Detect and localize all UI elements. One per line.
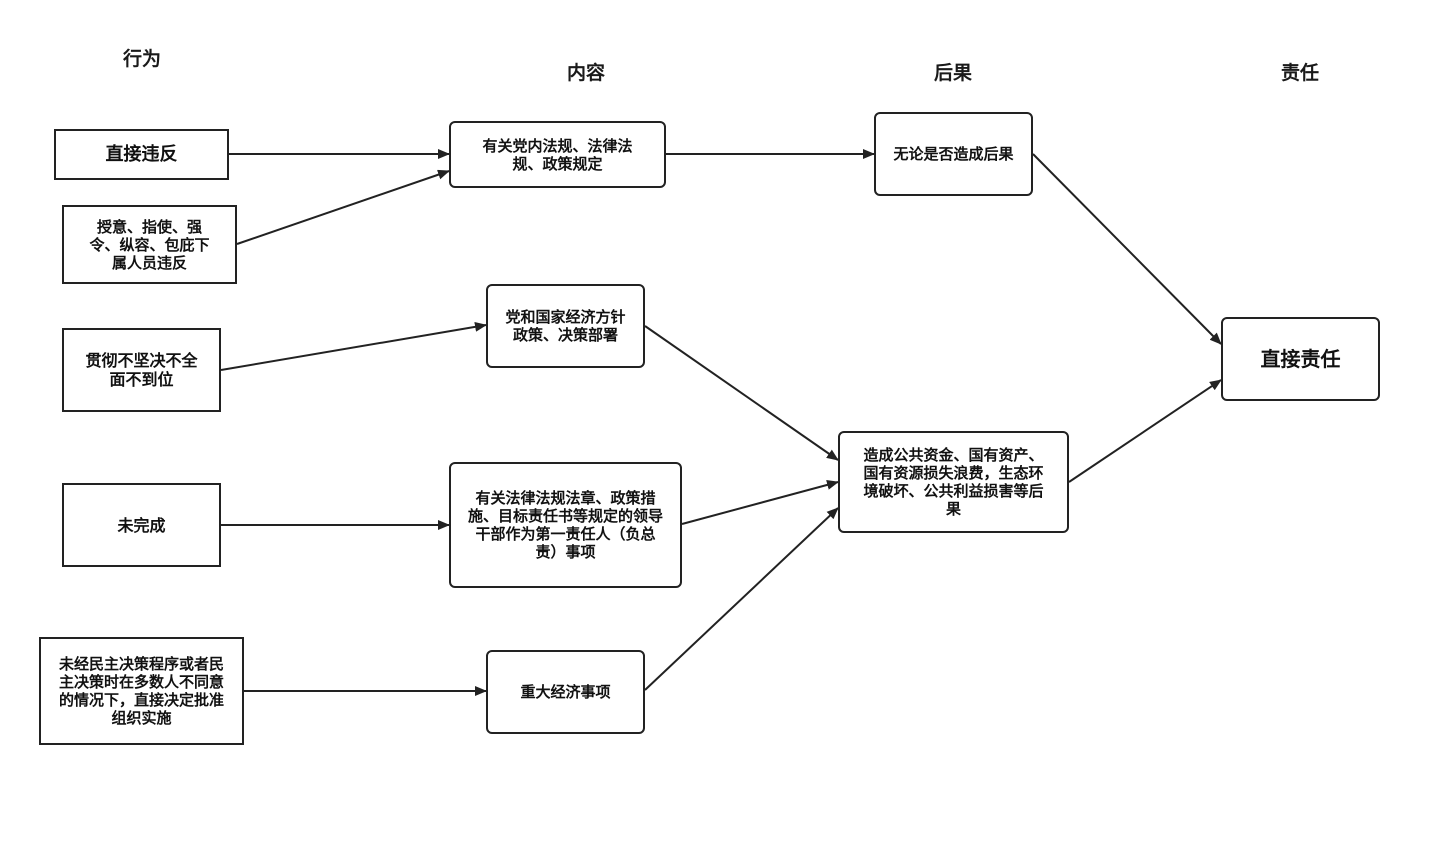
node-policies: 党和国家经济方针政策、决策部署	[486, 284, 645, 368]
node-regardless: 无论是否造成后果	[874, 112, 1033, 196]
node-direct-violation: 直接违反	[54, 129, 229, 180]
header-responsibility: 责任	[1280, 62, 1320, 84]
node-not-completed: 未完成	[62, 483, 221, 567]
arrow-instigate-to-regulations	[236, 169, 450, 245]
node-instigate: 授意、指使、强令、纵容、包庇下属人员违反	[62, 205, 237, 284]
arrow-targets-to-losses	[681, 480, 839, 525]
arrow-losses-to-direct-responsibility	[1068, 379, 1222, 483]
node-direct-responsibility: 直接责任	[1221, 317, 1380, 401]
node-regulations: 有关党内法规、法律法规、政策规定	[449, 121, 666, 188]
node-major-matters: 重大经济事项	[486, 650, 645, 734]
arrow-regardless-to-direct-responsibility	[1032, 153, 1222, 345]
node-no-democracy: 未经民主决策程序或者民主决策时在多数人不同意的情况下，直接决定批准组织实施	[39, 637, 244, 745]
arrow-major-matters-to-losses	[644, 507, 839, 691]
node-targets: 有关法律法规法章、政策措施、目标责任书等规定的领导干部作为第一责任人（负总责）事…	[449, 462, 682, 588]
node-not-thorough: 贯彻不坚决不全面不到位	[62, 328, 221, 412]
node-losses: 造成公共资金、国有资产、国有资源损失浪费，生态环境破坏、公共利益损害等后果	[838, 431, 1069, 533]
header-behavior: 行为	[122, 48, 162, 70]
arrow-policies-to-losses	[644, 325, 839, 461]
header-consequence: 后果	[933, 62, 973, 84]
header-content: 内容	[566, 62, 606, 84]
arrow-not-thorough-to-policies	[220, 321, 487, 371]
